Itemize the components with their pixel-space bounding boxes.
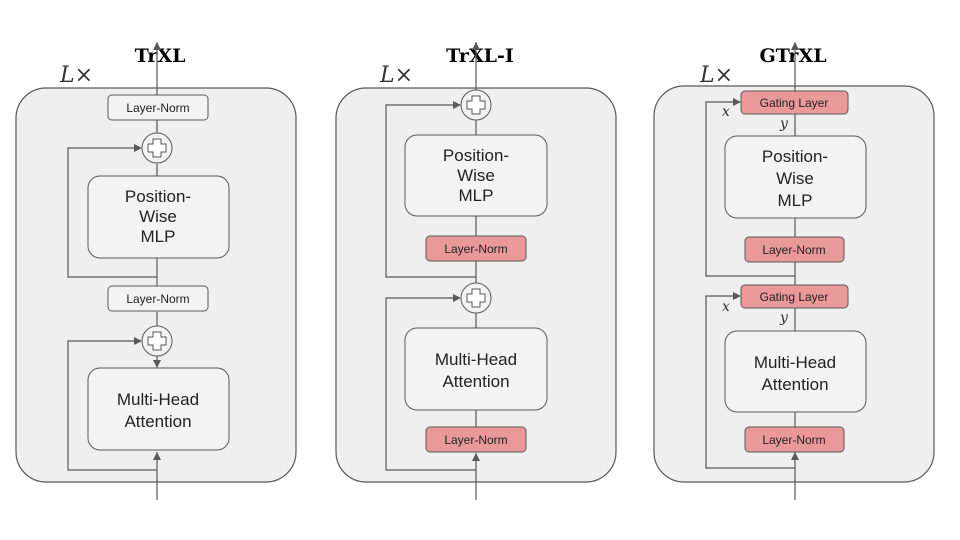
attention-label-line-1: Multi-Head — [754, 353, 836, 372]
gate-input-y-label: y — [779, 310, 789, 326]
gating-layer-box — [740, 284, 849, 309]
gate-input-x-label: x — [722, 104, 730, 120]
panel-title: TrXL-I — [446, 45, 514, 67]
multi-head-attention-box — [724, 330, 867, 413]
mlp-label-line-1: Position- — [762, 147, 828, 166]
gating-layer-box — [740, 90, 849, 115]
multi-head-attention-box — [404, 327, 548, 411]
repeat-label: L× — [699, 63, 733, 88]
position-wise-mlp-box — [404, 134, 548, 217]
add-node — [460, 282, 492, 314]
layer-norm-label: Layer-Norm — [762, 243, 825, 257]
gate-input-x-label: x — [722, 299, 730, 315]
panel-trxl: TrXL L× Layer-Norm Position- Wi — [15, 42, 297, 500]
residual-wire-2 — [385, 104, 476, 278]
attention-label-line-1: Multi-Head — [435, 350, 517, 369]
repeat-label: L× — [379, 63, 413, 88]
panel-trxl-i: TrXL-I L× Position- Wise MLP Layer-Norm — [335, 42, 617, 500]
attention-label-line-1: Multi-Head — [117, 390, 199, 409]
attention-label-line-2: Attention — [761, 375, 828, 394]
panel-gtrxl: GTrXL L× Gating Layer x y Position- Wise… — [653, 42, 935, 500]
gating-layer-label: Gating Layer — [760, 290, 829, 304]
residual-wire-2 — [67, 147, 157, 278]
layer-norm-label: Layer-Norm — [444, 242, 507, 256]
layer-norm-box — [425, 426, 527, 453]
mlp-label-line-2: Wise — [139, 207, 177, 226]
panel-title: TrXL — [135, 45, 186, 67]
layer-norm-label: Layer-Norm — [444, 433, 507, 447]
add-node — [141, 132, 173, 164]
mlp-label-line-2: Wise — [457, 166, 495, 185]
add-node — [460, 89, 492, 121]
repeat-label: L× — [59, 63, 93, 88]
position-wise-mlp-box — [87, 175, 230, 259]
mlp-label-line-1: Position- — [125, 187, 191, 206]
layer-norm-label: Layer-Norm — [126, 101, 189, 115]
mlp-label-line-2: Wise — [776, 169, 814, 188]
mlp-label-line-3: MLP — [459, 186, 494, 205]
layer-norm-label: Layer-Norm — [762, 433, 825, 447]
residual-wire-1 — [385, 297, 476, 471]
layer-norm-box — [425, 235, 527, 262]
position-wise-mlp-box — [724, 135, 867, 219]
mlp-label-line-3: MLP — [141, 227, 176, 246]
residual-wire-2 — [705, 101, 795, 277]
multi-head-attention-box — [87, 367, 230, 451]
layer-norm-box — [744, 236, 845, 263]
layer-norm-box — [744, 426, 845, 453]
panel-title: GTrXL — [759, 45, 826, 67]
residual-wire-1 — [67, 340, 157, 471]
attention-label-line-2: Attention — [124, 412, 191, 431]
gate-input-y-label: y — [779, 116, 789, 132]
mlp-label-line-3: MLP — [778, 191, 813, 210]
layer-norm-box — [107, 285, 209, 312]
layer-norm-label: Layer-Norm — [126, 292, 189, 306]
add-node — [141, 325, 173, 357]
layer-norm-box — [107, 94, 209, 121]
mlp-label-line-1: Position- — [443, 146, 509, 165]
residual-wire-1 — [705, 295, 795, 469]
gating-layer-label: Gating Layer — [760, 96, 829, 110]
attention-label-line-2: Attention — [442, 372, 509, 391]
